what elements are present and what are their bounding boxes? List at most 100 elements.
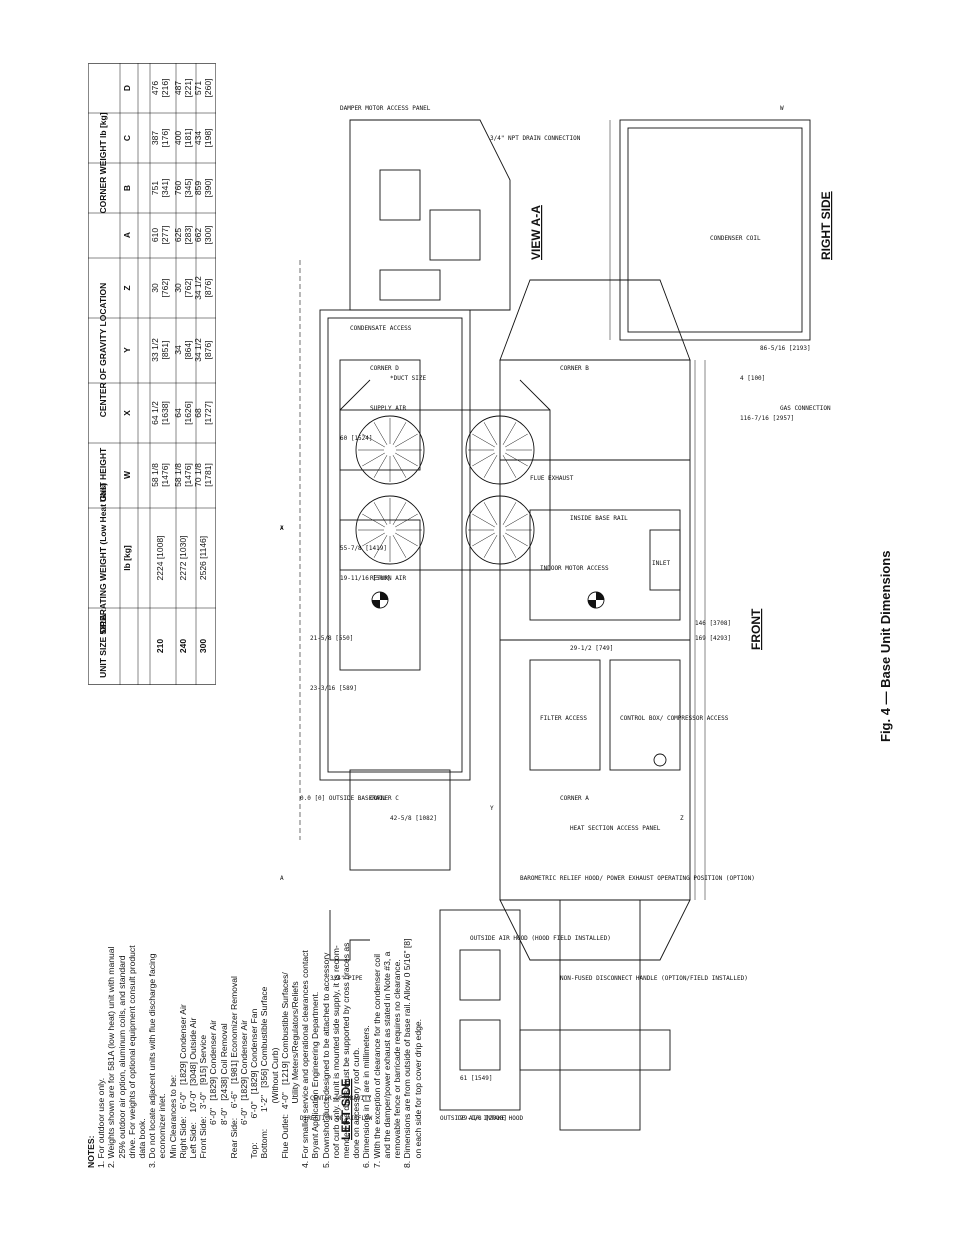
table-header-weight: OPERATING WEIGHT (Low Heat Gas) [98, 483, 108, 634]
right-side-title: RIGHT SIDE [819, 191, 833, 260]
dim-29: 29-1/2 [749] [570, 645, 613, 652]
table-cell-b-kg: [390] [203, 179, 213, 198]
condenser-fans [339, 379, 551, 571]
table-cell-b-kg: [341] [160, 179, 170, 198]
table-subheader: X [122, 410, 132, 416]
dim-169: 169 [4293] [695, 635, 731, 642]
dim-116: 116-7/16 [2957] [740, 415, 794, 422]
table-cell-c-kg: [198] [203, 129, 213, 148]
table-header-height: UNIT HEIGHT [98, 447, 108, 502]
dim-146: 146 [3708] [695, 620, 731, 627]
unit-drawing: SUPPLY AIR RETURN AIR FILTER ACCESS [280, 105, 833, 1140]
return-air-label: RETURN AIR [370, 575, 407, 582]
table-cell-b: 751 [150, 181, 160, 195]
corner-d-label: CORNER D [370, 365, 399, 372]
table-cell-c: 400 [173, 131, 183, 145]
damper-motor-label: DAMPER MOTOR ACCESS PANEL [340, 105, 431, 112]
table-cell-x: 64 [173, 408, 183, 418]
condenser-coil-label: CONDENSER COIL [710, 235, 761, 242]
table-header-cog: CENTER OF GRAVITY LOCATION [98, 283, 108, 418]
outside-air-hood-label: OUTSIDE AIR HOOD (HOOD FIELD INSTALLED) [470, 935, 611, 942]
dim-42: 42-5/8 [1082] [390, 815, 437, 822]
table-cell-a-kg: [300] [203, 226, 213, 245]
duct-size-label: *DUCT SIZE [390, 375, 427, 382]
dim-23: 23-3/16 [589] [310, 685, 357, 692]
table-cell-d-kg: [216] [160, 79, 170, 98]
table-cell-z: 30 [173, 283, 183, 293]
dim-55: 55-7/8 [1419] [340, 545, 387, 552]
table-subheader: A [122, 232, 132, 238]
view-aa: VIEW A-A DAMPER MOTOR ACCESS PANEL 3/4" … [340, 105, 581, 332]
dim-21: 21-5/8 [550] [310, 635, 353, 642]
table-cell-w-mm: [1476] [160, 463, 170, 487]
table-header-corner: CORNER WEIGHT lb [kg] [98, 112, 108, 213]
table-cell-size: 240 [178, 639, 188, 653]
table-cell-d-kg: [260] [203, 79, 213, 98]
table-cell-w: 70 1/8 [193, 463, 203, 487]
table-cell-weight: 2272 [1030] [178, 536, 188, 581]
dim-61: 61 [1549] [460, 1075, 493, 1082]
note-line: Rear Side: 6'-6" [1981] Economizer Remov… [228, 976, 239, 1168]
table-cell-b: 760 [173, 181, 183, 195]
corner-b-label: CORNER B [560, 365, 589, 372]
table-cell-w: 58 1/8 [173, 463, 183, 487]
table-cell-y-mm: [851] [160, 341, 170, 360]
front-view-title: FRONT [749, 608, 763, 650]
table-cell-a-kg: [283] [183, 226, 193, 245]
condenser-fan-icon [355, 415, 425, 485]
supply-air-label: SUPPLY AIR [370, 405, 407, 412]
table-subheader: C [122, 135, 132, 141]
front-view: FILTER ACCESS CONTROL BOX/ COMPRESSOR AC… [499, 279, 763, 961]
table-cell-x: 68 [193, 408, 203, 418]
view-aa-title: VIEW A-A [529, 205, 543, 260]
section-a-label-1: A [280, 875, 284, 882]
table-cell-c-kg: [181] [183, 129, 193, 148]
table-cell-a: 625 [173, 228, 183, 242]
control-box-label: CONTROL BOX/ COMPRESSOR ACCESS [620, 715, 729, 722]
table-cell-w: 58 1/8 [150, 463, 160, 487]
corner-c-label: CORNER C [370, 795, 399, 802]
table-cell-a: 662 [193, 228, 203, 242]
table-cell-y-mm: [864] [183, 341, 193, 360]
section-a-label-2: A [280, 525, 284, 532]
indoor-motor-label: INDOOR MOTOR ACCESS [540, 565, 609, 572]
table-cell-b: 859 [193, 181, 203, 195]
dim-19: 19-11/16 [500] [340, 575, 391, 582]
table-cell-c-kg: [176] [160, 129, 170, 148]
inside-base-rail-label: INSIDE BASE RAIL [570, 515, 628, 522]
table-cell-size: 210 [155, 639, 165, 653]
dim-60: 60 [1524] [340, 435, 373, 442]
filter-access-label: FILTER ACCESS [540, 715, 587, 722]
heat-section-label: HEAT SECTION ACCESS PANEL [570, 825, 661, 832]
table-cell-weight: 2526 [1146] [198, 536, 208, 580]
table-cell-c: 387 [150, 131, 160, 145]
dim-79: 79-1/8 [2010] [460, 1115, 507, 1122]
table-cell-x-mm: [1638] [160, 401, 170, 425]
table-subheader: W [122, 470, 132, 479]
dim-4: 4 [100] [740, 375, 765, 382]
drain-label: 3/4" NPT DRAIN CONNECTION [490, 135, 581, 142]
condenser-fan-icon [355, 495, 425, 565]
table-cell-z: 34 1/2 [193, 276, 203, 300]
table-header-unit-size: UNIT SIZE 581A [98, 614, 108, 678]
filter-access-panel [529, 659, 601, 771]
table-cell-size: 300 [198, 639, 208, 653]
table-cell-z: 30 [150, 283, 160, 293]
table-subheader: Y [122, 347, 132, 353]
left-side-view: LEFT SIDE DIRECTION OF AIRFLOW CENTER OF… [300, 899, 671, 1140]
table-subheader: B [122, 185, 132, 191]
y-dim-label: Y [490, 805, 494, 812]
left-side-title: LEFT SIDE [339, 1079, 353, 1140]
table-cell-c: 434 [193, 131, 203, 145]
damper-panel [379, 169, 421, 221]
table-subheader: D [122, 85, 132, 91]
intake-hood-label: OUTSIDE AIR INTAKE HOOD [440, 1115, 523, 1122]
disconnect-label: NON-FUSED DISCONNECT HANDLE (OPTION/FIEL… [560, 975, 748, 982]
control-box-panel [609, 659, 681, 771]
table-cell-a: 610 [150, 228, 160, 242]
figure-caption: Fig. 4 — Base Unit Dimensions [878, 550, 893, 742]
table-cell-z-mm: [762] [160, 279, 170, 298]
cog-label: CENTER OF GRAVITY [310, 1095, 372, 1102]
